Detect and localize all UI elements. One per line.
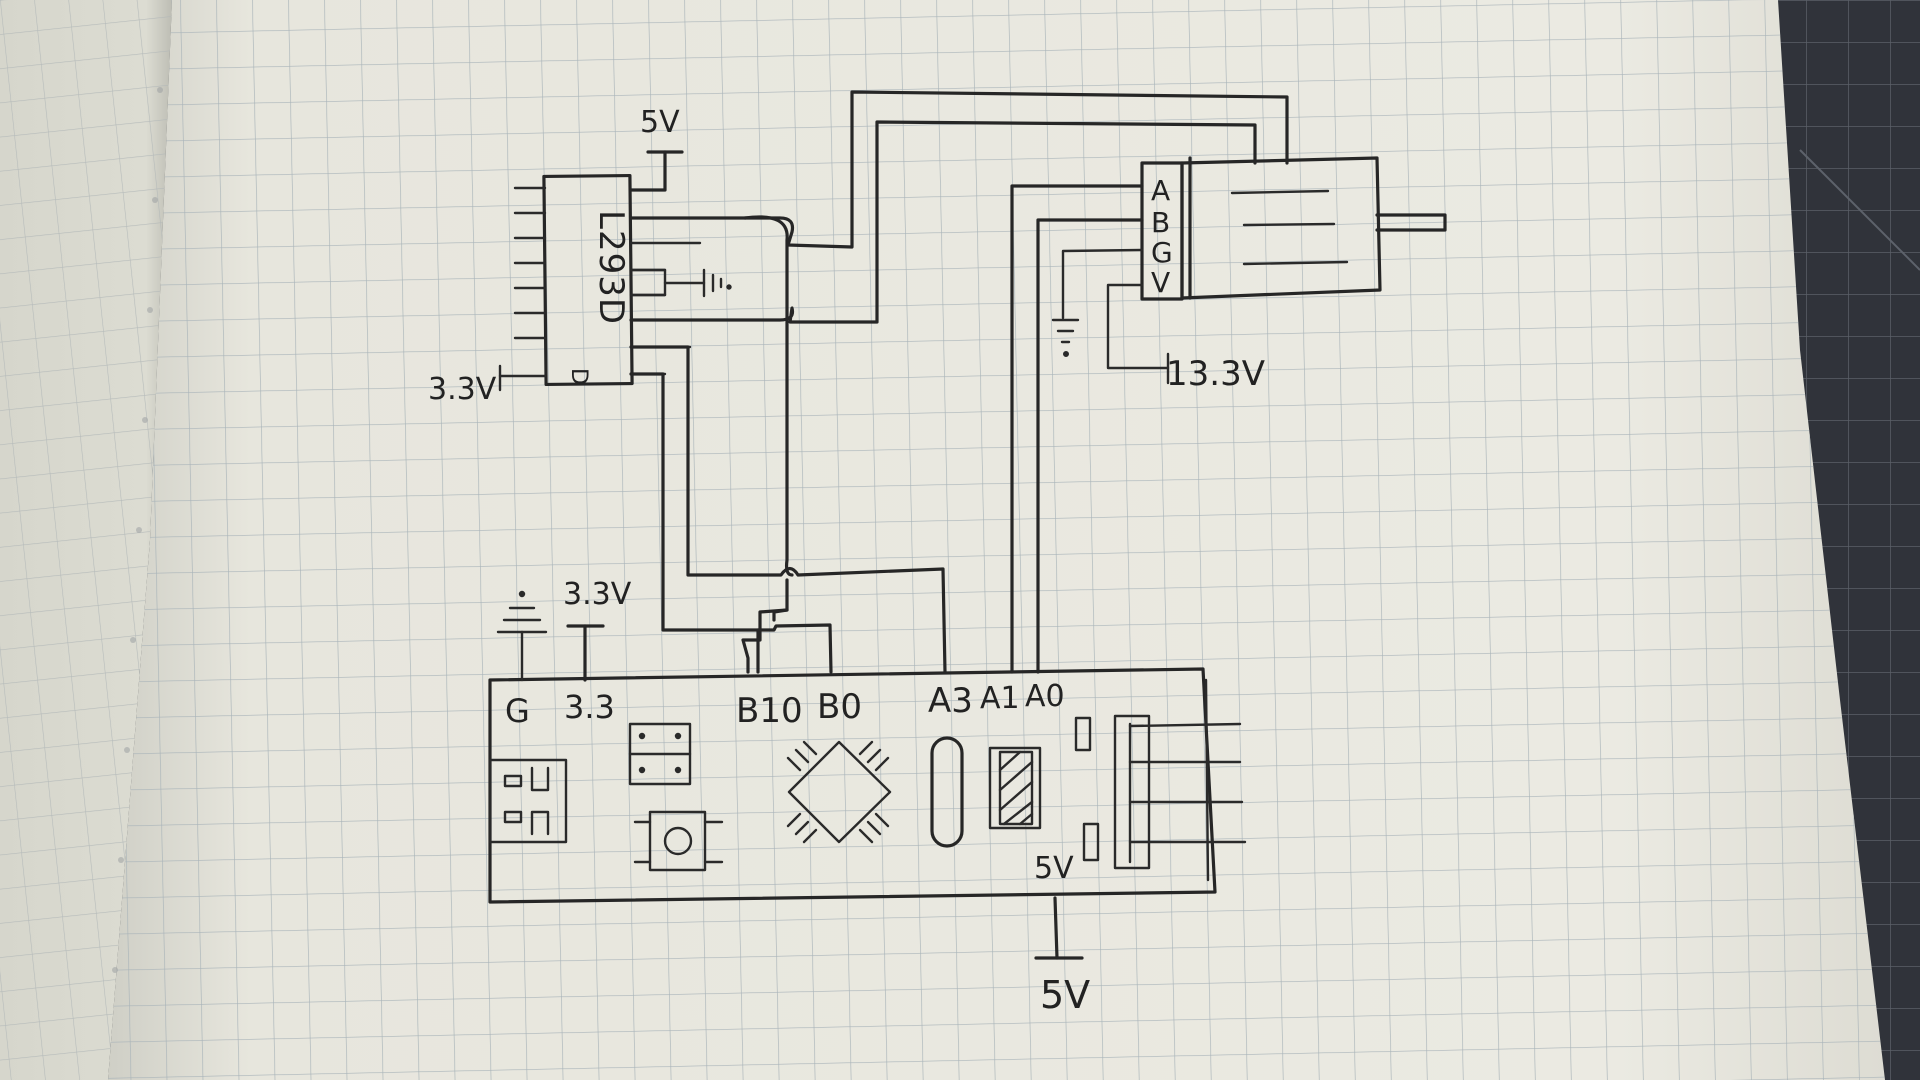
chip-input-wires bbox=[629, 345, 947, 674]
board-5v-supply-label: 5V bbox=[1040, 973, 1090, 1017]
chip-ground-symbol bbox=[702, 268, 732, 298]
board-ground-symbol bbox=[496, 590, 548, 682]
board-crystal bbox=[930, 736, 964, 848]
board-pin-a0: A0 bbox=[1025, 679, 1065, 714]
board-smd-bottom bbox=[1082, 822, 1100, 862]
board-pin-gnd: G bbox=[505, 692, 530, 730]
board-jumper-block bbox=[628, 722, 692, 786]
motor-supply-label: 13.3V bbox=[1166, 354, 1265, 394]
board-5v-pin-label: 5V bbox=[1034, 851, 1074, 886]
board-pin-a3: A3 bbox=[928, 681, 973, 721]
chip-body bbox=[542, 173, 634, 387]
motor-signal-wires bbox=[1010, 184, 1144, 674]
board-regulator bbox=[988, 746, 1042, 830]
chip-pin1-mark: D bbox=[566, 368, 591, 385]
board-3v3-label: 3.3V bbox=[563, 577, 632, 612]
motor-wires bbox=[629, 90, 1289, 324]
motor-pin-a: A bbox=[1151, 174, 1170, 207]
board-pin-b10: B10 bbox=[736, 691, 803, 731]
motor-pin-b: B bbox=[1151, 206, 1170, 239]
board-pin-b0: B0 bbox=[817, 687, 862, 727]
board-mcu-chip bbox=[786, 740, 892, 844]
board-smd-top bbox=[1074, 716, 1092, 752]
chip-left-pins bbox=[498, 186, 547, 378]
board-right-header bbox=[1113, 678, 1247, 882]
board-3v3-supply: 3.3V bbox=[563, 577, 632, 682]
board-5v-supply: 5V bbox=[1034, 896, 1090, 1017]
l293d-chip: L293D D 3.3V bbox=[428, 105, 747, 407]
microcontroller-board: G 3.3 B10 B0 A3 A1 A0 3.3V bbox=[488, 577, 1247, 1017]
board-pin-a1: A1 bbox=[980, 681, 1020, 716]
chip-label: L293D bbox=[591, 210, 631, 325]
stepper-motor: A B G V bbox=[1140, 156, 1447, 301]
motor-supply: 13.3V bbox=[1106, 283, 1265, 394]
motor-pin-g: G bbox=[1151, 236, 1173, 269]
motor-shaft bbox=[1375, 213, 1447, 232]
motor-ground bbox=[1051, 248, 1144, 358]
chip-left-supply-label: 3.3V bbox=[428, 372, 497, 407]
schematic: L293D D 3.3V bbox=[428, 90, 1447, 1017]
motor-body bbox=[1180, 156, 1382, 300]
main-page bbox=[108, 0, 1885, 1080]
board-dip-switch bbox=[488, 758, 568, 844]
board-reset-button bbox=[633, 810, 724, 872]
motor-pin-v: V bbox=[1151, 266, 1170, 299]
board-pin-3v3: 3.3 bbox=[564, 688, 615, 726]
chip-top-supply-label: 5V bbox=[640, 105, 680, 140]
